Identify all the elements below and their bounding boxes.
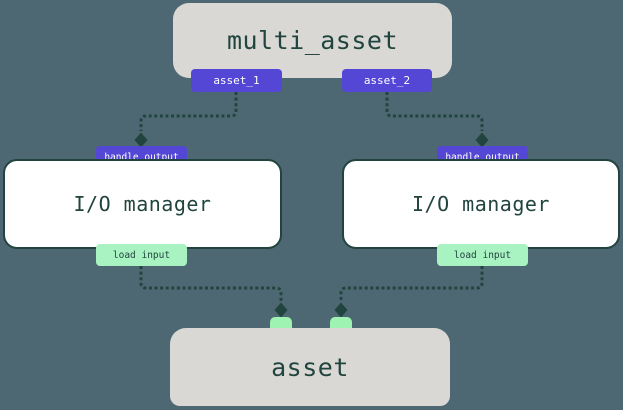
node-io-manager-left: I/O manager <box>3 159 282 249</box>
node-asset: asset <box>170 328 450 406</box>
edge-left-io-manager-to-asset <box>139 266 283 301</box>
output-badge-asset-2: asset_2 <box>342 69 432 92</box>
edge-asset1-to-left-io-manager <box>139 92 238 131</box>
output-badge-asset-1: asset_1 <box>191 69 282 92</box>
edge-asset2-to-right-io-manager <box>385 92 484 131</box>
arrowhead-left-asset-input <box>274 302 288 318</box>
node-io-manager-right: I/O manager <box>342 159 620 249</box>
load-input-badge-left: load input <box>96 244 187 266</box>
load-input-badge-right: load input <box>437 244 528 266</box>
node-asset-label: asset <box>271 352 349 382</box>
node-io-manager-left-label: I/O manager <box>73 192 212 216</box>
node-multi-asset-label: multi_asset <box>226 26 399 55</box>
node-multi-asset: multi_asset <box>173 3 452 78</box>
arrowhead-right-asset-input <box>334 302 348 318</box>
edge-right-io-manager-to-asset <box>339 266 484 301</box>
node-io-manager-right-label: I/O manager <box>412 192 550 216</box>
